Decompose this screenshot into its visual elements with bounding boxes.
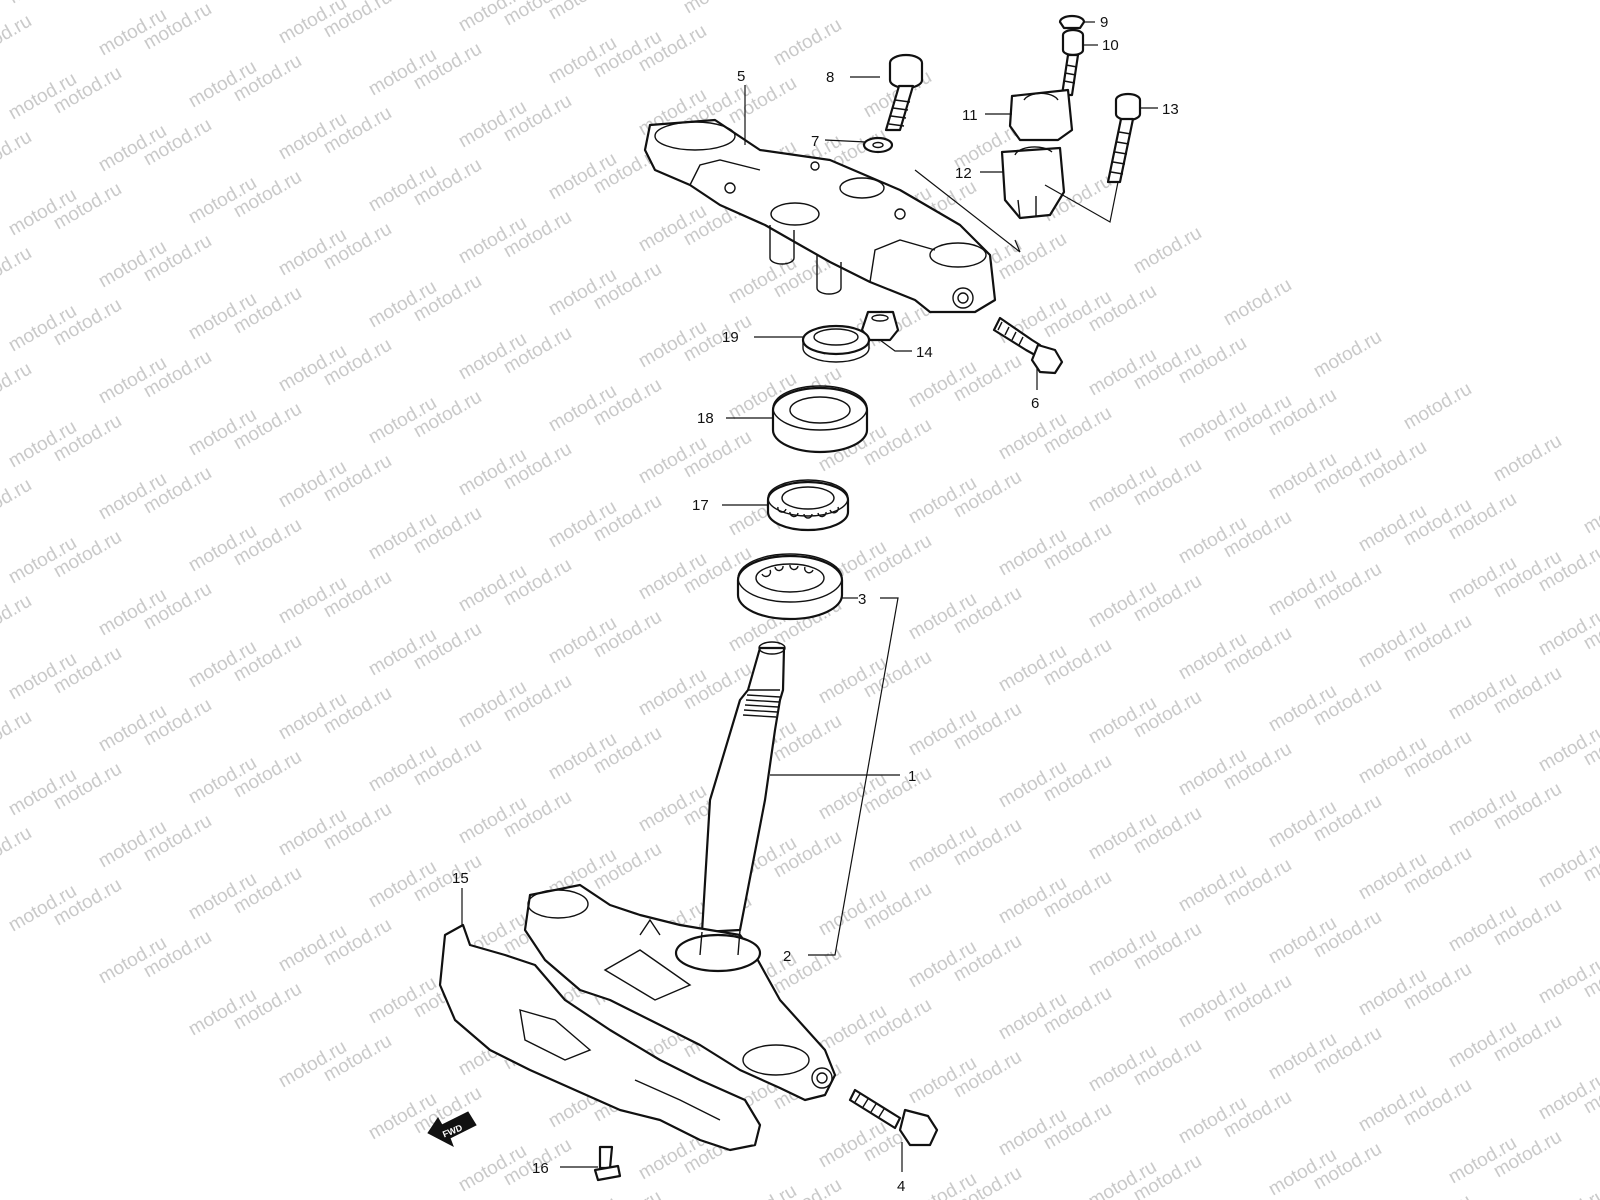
- callout-17: 17: [692, 497, 709, 514]
- cover-part-15: [438, 923, 762, 1152]
- bolt-part-8: [884, 53, 924, 132]
- callout-5: 5: [737, 68, 745, 85]
- callout-16: 16: [532, 1160, 549, 1177]
- bolt-part-13: [1106, 92, 1142, 184]
- bearing-part-17: [766, 479, 850, 532]
- callout-15: 15: [452, 870, 469, 887]
- leader-lines: [461, 21, 1158, 1172]
- bolt-part-6: [992, 316, 1064, 375]
- callout-18: 18: [697, 410, 714, 427]
- callout-4: 4: [897, 1178, 905, 1195]
- callout-9: 9: [1100, 14, 1108, 31]
- forward-direction-arrow: FWD: [427, 1111, 477, 1148]
- callout-1: 1: [908, 768, 916, 785]
- cap-part-9: [1058, 14, 1086, 30]
- callout-12: 12: [955, 165, 972, 182]
- handlebar-holder-upper-part-11: [1008, 88, 1074, 142]
- steering-stem-part-1: [700, 641, 786, 934]
- callout-labels: 5 8 7 9 10 11 12 13 6 14 19 18 17 3 1 2 …: [452, 14, 1179, 1195]
- callout-2: 2: [783, 948, 791, 965]
- bearing-part-3: [736, 553, 844, 621]
- bolt-part-10: [1060, 28, 1085, 97]
- washer-part-7: [862, 136, 894, 154]
- alignment-line-holder: [914, 169, 1119, 253]
- ring-nut-part-19: [801, 324, 871, 363]
- callout-10: 10: [1102, 37, 1119, 54]
- callout-13: 13: [1162, 101, 1179, 118]
- upper-bracket-part-5: [643, 118, 997, 314]
- callout-6: 6: [1031, 395, 1039, 412]
- handlebar-holder-lower-part-12: [1000, 146, 1066, 220]
- dust-seal-part-18: [771, 385, 869, 454]
- screw-part-16: [593, 1145, 622, 1182]
- callout-11: 11: [962, 107, 978, 124]
- seal-part-2: [674, 929, 762, 973]
- callout-19: 19: [722, 329, 739, 346]
- nut-part-14: [860, 310, 900, 342]
- callout-3: 3: [858, 591, 866, 608]
- bolt-part-4: [848, 1088, 939, 1147]
- callout-7: 7: [811, 133, 819, 150]
- callout-14: 14: [916, 344, 933, 361]
- callout-8: 8: [826, 69, 834, 86]
